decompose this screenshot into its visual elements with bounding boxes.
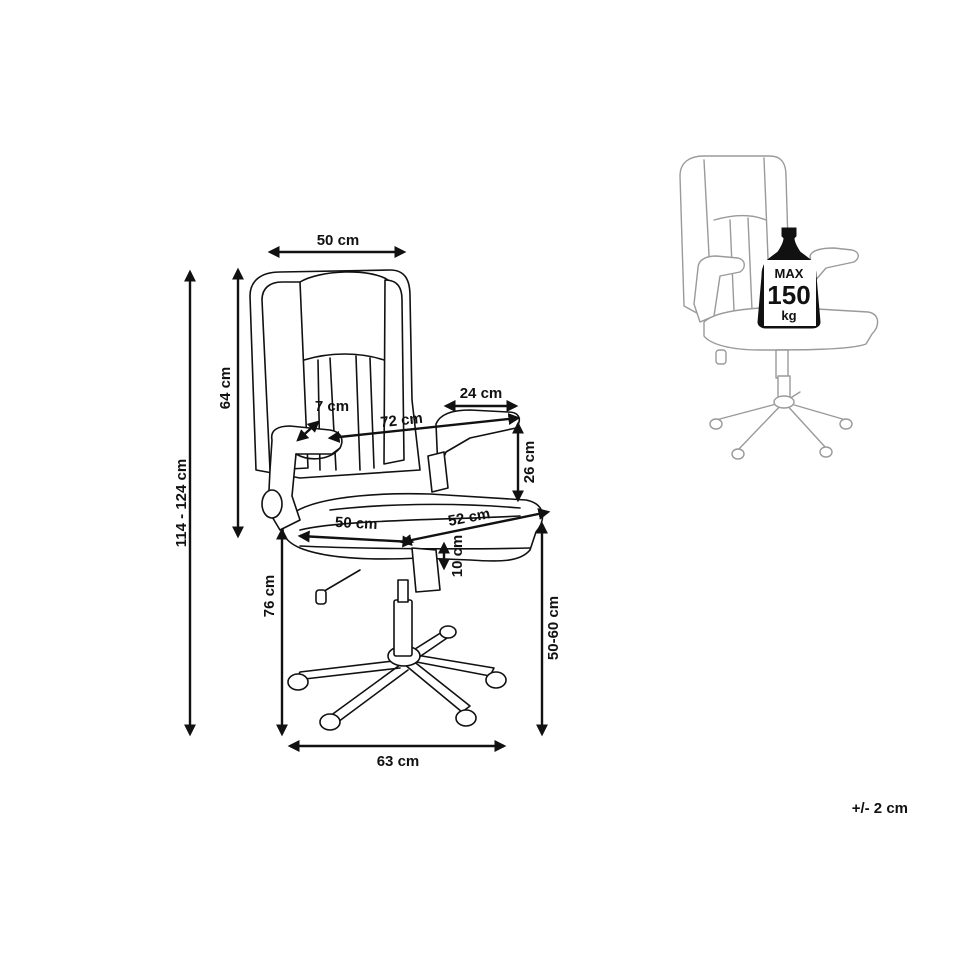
chair-seat (282, 492, 544, 593)
seat-thickness-label: 10 cm (449, 535, 466, 578)
seat-width-arrow (297, 530, 415, 548)
max-load-badge: MAX 150 kg (757, 227, 821, 329)
max-load-value: 150 (767, 280, 810, 310)
armrest-span-arrow (327, 413, 521, 443)
armrest-span-label: 72 cm (379, 410, 423, 431)
armrest-width-arrow (296, 420, 320, 442)
chair-gas-lift (315, 569, 413, 657)
dimension-labels: 114 - 124 cm 64 cm 50 cm 7 cm 72 cm 24 c… (173, 232, 562, 770)
backrest-height-label: 64 cm (217, 367, 234, 410)
armrest-height-label: 26 cm (521, 441, 538, 484)
tolerance-note: +/- 2 cm (852, 800, 908, 817)
seat-height-label: 50-60 cm (545, 596, 562, 660)
dimension-arrows (184, 246, 551, 752)
max-load-label: MAX (775, 266, 804, 281)
max-load-unit: kg (781, 308, 796, 323)
chair-drawing (249, 269, 544, 731)
chair-armrest-left (261, 425, 343, 531)
armrest-width-label: 7 cm (315, 398, 349, 415)
seat-depth-arrow (399, 508, 551, 546)
seat-width-label: 50 cm (335, 514, 378, 533)
armrest-length-label: 24 cm (460, 385, 503, 402)
seat-total-height-label: 76 cm (261, 575, 278, 618)
base-width-label: 63 cm (377, 753, 420, 770)
total-height-label: 114 - 124 cm (173, 459, 190, 547)
backrest-width-label: 50 cm (317, 232, 360, 249)
